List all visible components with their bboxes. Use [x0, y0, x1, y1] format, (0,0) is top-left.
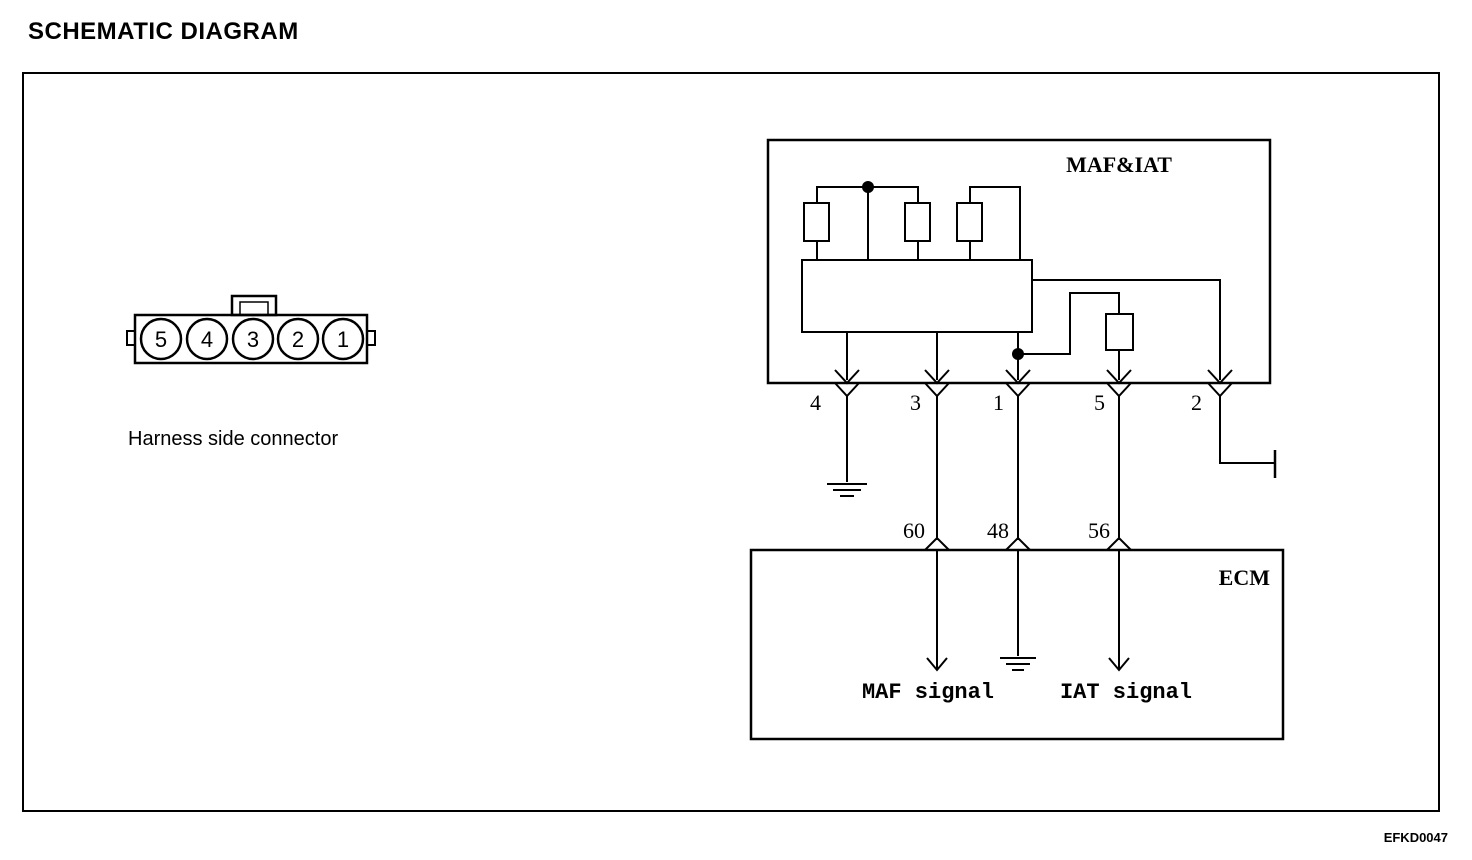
- iat-signal-label: IAT signal: [1060, 680, 1192, 705]
- ground-symbol: [827, 483, 867, 497]
- sensor-terminal-4: 4: [810, 390, 821, 415]
- resistor: [956, 202, 983, 242]
- sensor-terminal-2: 2: [1191, 390, 1202, 415]
- diagram-frame: [22, 72, 1440, 812]
- iat-thermistor: [1105, 313, 1134, 351]
- resistor: [904, 202, 931, 242]
- junction-dot: [1012, 348, 1024, 360]
- ecm-terminal-48: 48: [987, 518, 1009, 543]
- sensor-terminal-1: 1: [993, 390, 1004, 415]
- harness-connector-label: Harness side connector: [128, 428, 339, 450]
- ecm-label: ECM: [1219, 565, 1271, 590]
- ecm-ground-symbol: [1000, 657, 1036, 671]
- page-title: SCHEMATIC DIAGRAM: [28, 18, 299, 45]
- sensor-terminal-5: 5: [1094, 390, 1105, 415]
- ecm-terminal-symbols: [924, 536, 1132, 551]
- connector-pin-1: 1: [337, 327, 349, 352]
- maf-signal-label: MAF signal: [862, 680, 994, 705]
- connector-pin-2: 2: [292, 327, 304, 352]
- ecm-terminal-60: 60: [903, 518, 925, 543]
- harness-connector: [126, 294, 376, 365]
- sensor-label: MAF&IAT: [1066, 152, 1172, 177]
- ecm-terminal-56: 56: [1088, 518, 1110, 543]
- sensor-element-block: [801, 259, 1033, 333]
- resistor: [803, 202, 830, 242]
- figure-code: EFKD0047: [1383, 830, 1448, 845]
- junction-dot: [862, 181, 874, 193]
- connector-pin-5: 5: [155, 327, 167, 352]
- connector-pin-3: 3: [247, 327, 259, 352]
- iat-signal-arrow: [1108, 657, 1130, 672]
- connector-pin-4: 4: [201, 327, 213, 352]
- maf-signal-arrow: [926, 657, 948, 672]
- sensor-terminal-3: 3: [910, 390, 921, 415]
